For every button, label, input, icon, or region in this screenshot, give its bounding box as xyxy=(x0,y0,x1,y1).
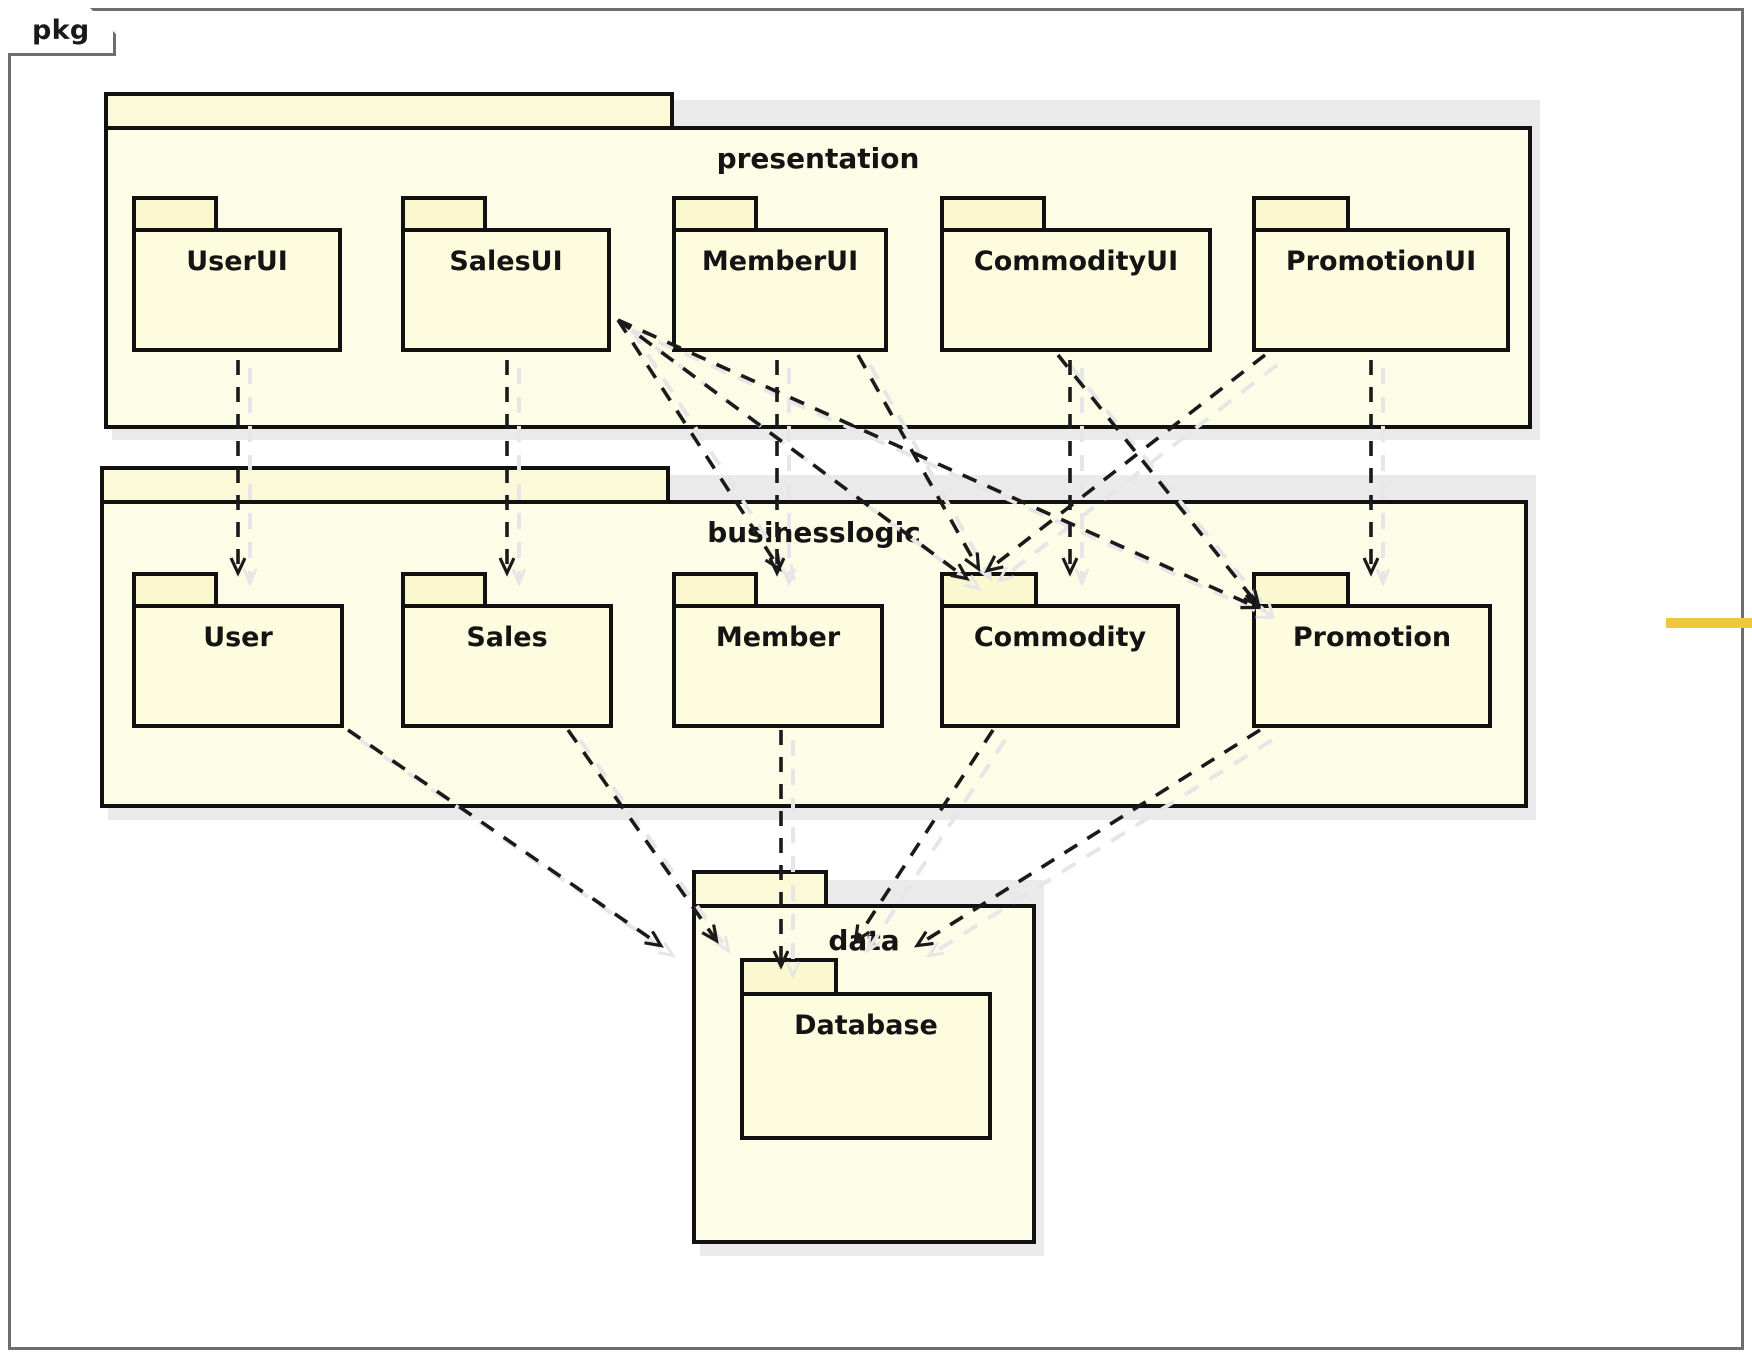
diagram-frame-tab: pkg xyxy=(8,8,116,56)
package-body xyxy=(132,228,342,352)
package-body xyxy=(672,604,884,728)
package-tab xyxy=(104,92,674,130)
package-label-businesslogic: businesslogic xyxy=(707,516,921,549)
package-tab xyxy=(940,572,1038,608)
package-label-promotion: Promotion xyxy=(1292,622,1452,653)
package-label-salesui: SalesUI xyxy=(449,246,563,277)
package-label-member: Member xyxy=(715,622,841,653)
right-edge-highlight-bar xyxy=(1666,618,1752,628)
package-label-memberui: MemberUI xyxy=(701,246,859,277)
frame-label: pkg xyxy=(32,15,90,46)
package-tab xyxy=(692,870,828,908)
package-body xyxy=(1252,604,1492,728)
package-label-promotionui: PromotionUI xyxy=(1285,246,1477,277)
package-label-commodityui: CommodityUI xyxy=(973,246,1179,277)
package-tab xyxy=(940,196,1046,232)
package-body xyxy=(1252,228,1510,352)
package-tab xyxy=(132,572,218,608)
package-tab xyxy=(1252,572,1350,608)
package-tab xyxy=(1252,196,1350,232)
package-label-commodity: Commodity xyxy=(973,622,1147,653)
package-body xyxy=(740,992,992,1140)
package-label-sales: Sales xyxy=(466,622,548,653)
package-label-data: data xyxy=(828,924,900,957)
package-label-userui: UserUI xyxy=(186,246,288,277)
package-tab xyxy=(132,196,218,232)
package-label-database: Database xyxy=(794,1010,938,1041)
package-label-presentation: presentation xyxy=(716,142,920,175)
package-tab xyxy=(672,196,758,232)
package-tab xyxy=(401,572,487,608)
package-tab xyxy=(100,466,670,504)
package-tab xyxy=(672,572,758,608)
package-body xyxy=(401,604,613,728)
package-tab xyxy=(740,958,838,996)
package-body xyxy=(132,604,344,728)
package-tab xyxy=(401,196,487,232)
package-body xyxy=(401,228,611,352)
package-label-user: User xyxy=(203,622,273,653)
